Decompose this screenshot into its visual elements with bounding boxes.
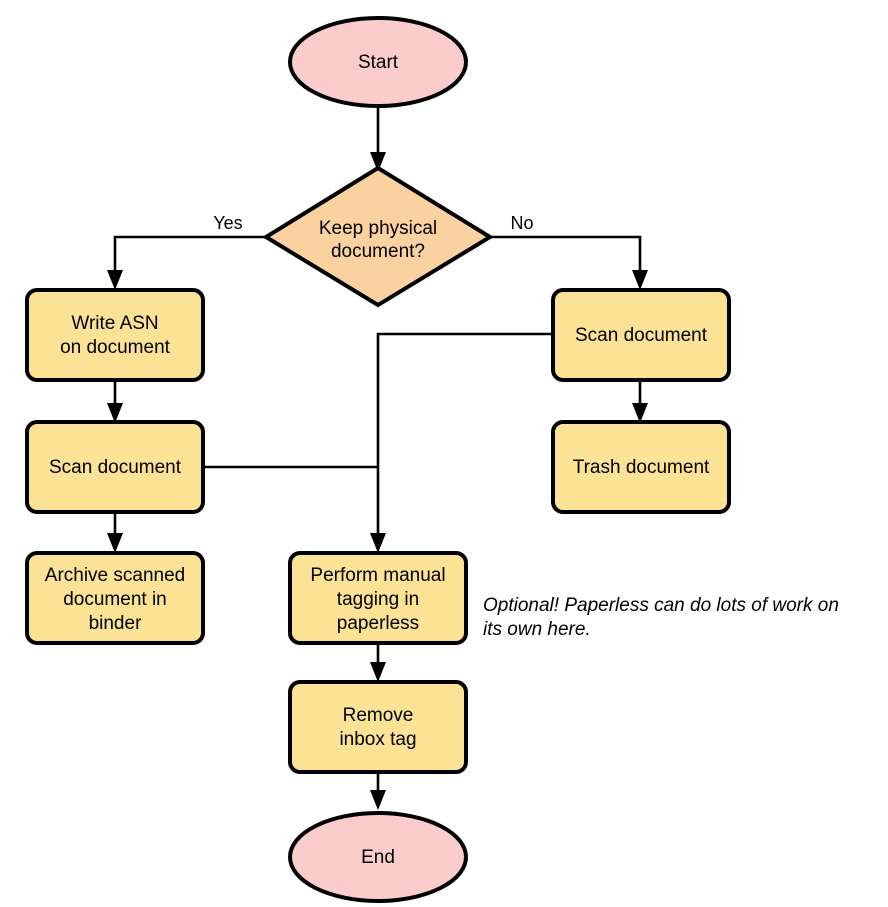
edge-removeinbox-to-end [370,772,386,810]
edge-start-to-decision [370,103,386,172]
annotation-line1: Optional! Paperless can do lots of work … [483,595,839,616]
node-decision-label-line2: document? [331,241,425,262]
node-tagging-label-line2: tagging in [337,589,419,610]
annotation-optional-paperless: Optional! Paperless can do lots of work … [483,595,839,640]
node-tagging-label-line3: paperless [337,613,419,634]
node-end-label: End [361,847,395,868]
edge-tagging-to-removeinbox [370,643,386,682]
node-decision-keep-physical-document[interactable]: Keep physical document? [262,165,494,308]
node-archive-scanned-document[interactable]: Archive scanned document in binder [25,551,205,645]
node-start-label: Start [358,52,399,73]
node-scan-document-right[interactable]: Scan document [551,288,731,382]
node-remove-inbox-label-line1: Remove [343,705,414,726]
node-trash-document-label: Trash document [573,457,710,478]
node-write-asn-label-line1: Write ASN [71,313,158,334]
node-remove-inbox-label-line2: inbox tag [339,729,416,750]
node-decision-label-line1: Keep physical [319,218,437,239]
edge-decision-no [490,235,648,290]
node-scan-document-left[interactable]: Scan document [25,420,205,514]
node-write-asn-on-document[interactable]: Write ASN on document [25,288,205,382]
edge-scanright-to-trash [632,380,648,423]
edge-label-yes: Yes [213,213,242,233]
node-archive-label-line2: document in [63,589,167,610]
edge-scanleft-to-archive [107,512,123,553]
node-tagging-label-line1: Perform manual [310,565,445,586]
node-scan-document-right-label: Scan document [575,325,708,346]
node-start[interactable]: Start [288,16,468,108]
node-scan-document-left-label: Scan document [49,457,182,478]
edge-scanright-to-tagging [370,332,553,553]
edge-label-no: No [510,213,533,233]
edge-decision-yes [107,235,266,290]
edge-writeasn-to-scanleft [107,380,123,423]
node-archive-label-line1: Archive scanned [45,565,185,586]
annotation-line2: its own here. [483,619,591,640]
node-remove-inbox-tag[interactable]: Remove inbox tag [288,680,468,774]
node-archive-label-line3: binder [89,613,142,634]
node-trash-document[interactable]: Trash document [551,420,731,514]
node-perform-manual-tagging[interactable]: Perform manual tagging in paperless [288,551,468,645]
node-write-asn-label-line2: on document [60,337,171,358]
node-end[interactable]: End [288,811,468,903]
